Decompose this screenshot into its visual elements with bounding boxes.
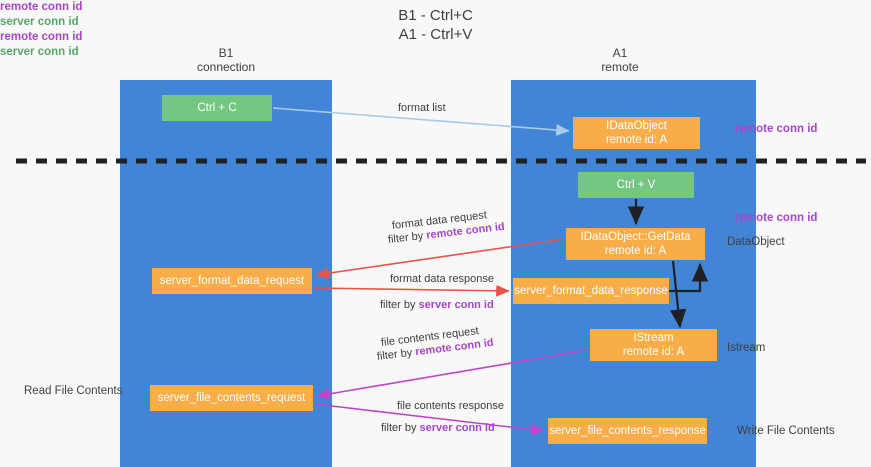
node-ctrl-v-label: Ctrl + V	[616, 179, 656, 191]
filter-key-server-conn-id: server conn id	[418, 299, 494, 311]
arrow-format-data-request	[315, 238, 565, 280]
node-server-format-data-request[interactable]: server_format_data_request	[152, 268, 312, 294]
filter-prefix: filter by	[381, 422, 420, 434]
side-label-istream: Istream	[727, 342, 766, 354]
node-idataobject[interactable]: IDataObject remote id: A	[573, 117, 700, 149]
node-istream[interactable]: IStream remote id: A	[590, 329, 717, 361]
side-label-dataobject: DataObject	[727, 236, 785, 248]
node-server-file-contents-response[interactable]: server_file_contents_response	[548, 418, 707, 444]
arrow-response-to-getdata	[669, 262, 709, 293]
swimlane-b1-header: B1 connection	[196, 46, 256, 74]
side-label-read-file-contents: Read File Contents	[24, 385, 123, 397]
side-label-write-file-contents: Write File Contents	[737, 425, 835, 437]
side-label-remote-conn-id-left-2: remote conn id	[0, 31, 83, 43]
filter-prefix: filter by	[380, 299, 419, 311]
diagram-title: B1 - Ctrl+C A1 - Ctrl+V	[398, 7, 473, 43]
side-label-remote-conn-id-mid: remote conn id	[735, 212, 818, 224]
arrow-format-list	[272, 107, 570, 136]
edge-label-format-data-response-filter: filter by server conn id	[380, 298, 494, 312]
side-label-remote-conn-id-left: remote conn id	[0, 1, 83, 13]
node-istream-line1: IStream	[633, 332, 674, 344]
side-label-server-conn-id-left: server conn id	[0, 16, 79, 28]
swimlane-a1-header: A1 remote	[601, 46, 639, 74]
node-ctrl-v[interactable]: Ctrl + V	[578, 172, 694, 198]
side-label-remote-conn-id-top: remote conn id	[735, 123, 818, 135]
node-server-file-contents-request-label: server_file_contents_request	[157, 392, 306, 404]
node-server-file-contents-response-label: server_file_contents_response	[549, 425, 706, 437]
node-idataobject-line1: IDataObject	[606, 120, 667, 132]
edge-label-format-list: format list	[398, 102, 446, 114]
side-label-conn-id-group-top: remote conn id server conn id	[0, 0, 871, 30]
filter-key-server-conn-id: server conn id	[419, 422, 495, 434]
node-getdata-line1: IDataObject::GetData	[580, 231, 691, 243]
arrow-file-contents-response	[314, 403, 545, 436]
arrow-file-contents-request	[316, 349, 589, 400]
node-idataobject-line2: remote id: A	[605, 134, 668, 146]
node-server-format-data-response-label: server_format_data_response	[514, 285, 668, 297]
arrow-format-data-response	[313, 284, 510, 297]
edge-label-format-data-response: format data response	[390, 273, 494, 285]
node-ctrl-c-label: Ctrl + C	[197, 102, 237, 114]
arrow-getdata-istream	[670, 260, 687, 329]
node-server-format-data-request-label: server_format_data_request	[159, 275, 305, 287]
edge-label-file-contents-response: file contents response	[397, 400, 505, 412]
node-getdata-line2: remote id: A	[604, 245, 667, 257]
node-server-format-data-response[interactable]: server_format_data_response	[513, 278, 669, 304]
node-server-file-contents-request[interactable]: server_file_contents_request	[150, 385, 313, 411]
node-idataobject-getdata[interactable]: IDataObject::GetData remote id: A	[566, 228, 705, 260]
node-istream-line2: remote id: A	[622, 346, 685, 358]
node-ctrl-c[interactable]: Ctrl + C	[162, 95, 272, 121]
edge-label-file-contents-response-filter: filter by server conn id	[381, 421, 495, 435]
side-label-server-conn-id-left-2: server conn id	[0, 46, 79, 58]
side-label-conn-id-group-bottom: remote conn id server conn id	[0, 30, 871, 60]
